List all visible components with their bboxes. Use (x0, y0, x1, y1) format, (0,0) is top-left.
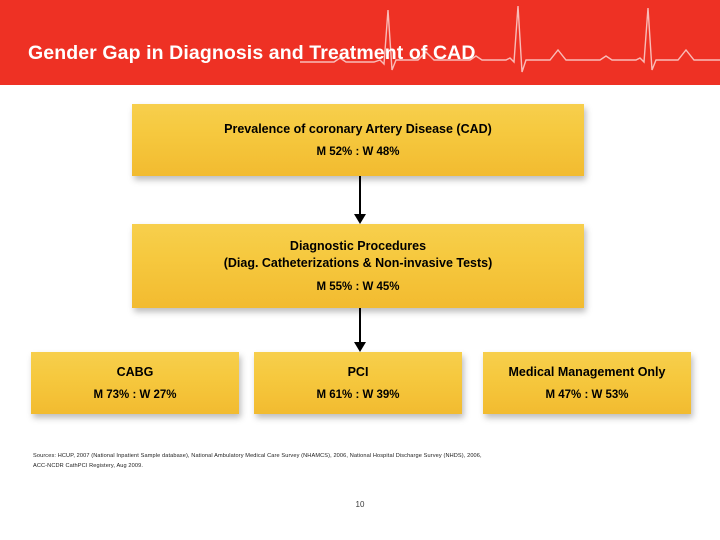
ecg-waveform-icon (300, 5, 720, 73)
sources-footnote: Sources: HCUP, 2007 (National Inpatient … (33, 452, 693, 471)
flow-box-prevalence-ratio: M 52% : W 48% (316, 145, 400, 158)
flow-box-diagnostic-procedures: Diagnostic Procedures (Diag. Catheteriza… (132, 224, 584, 308)
arrow-shaft (359, 308, 361, 343)
flow-box-cabg: CABG M 73% : W 27% (31, 352, 239, 414)
sources-line-2: ACC-NCDR CathPCI Registery, Aug 2009. (33, 462, 144, 469)
flow-box-diagnostic-ratio: M 55% : W 45% (316, 280, 400, 293)
flow-box-pci-heading: PCI (347, 364, 369, 379)
flow-box-cabg-heading: CABG (116, 364, 154, 379)
arrow-down-diagnostic-to-treatments (354, 308, 366, 352)
flow-box-prevalence: Prevalence of coronary Artery Disease (C… (132, 104, 584, 176)
sources-line-1: Sources: HCUP, 2007 (National Inpatient … (33, 453, 482, 459)
page-number: 10 (355, 500, 365, 509)
page-title: Gender Gap in Diagnosis and Treatment of… (28, 42, 476, 64)
flow-box-cabg-ratio: M 73% : W 27% (93, 388, 177, 401)
flow-box-pci-ratio: M 61% : W 39% (316, 388, 400, 401)
flow-box-medical-management-only: Medical Management Only M 47% : W 53% (483, 352, 691, 414)
flow-box-diagnostic-heading-line2: (Diag. Catheterizations & Non-invasive T… (223, 255, 493, 270)
flow-box-pci: PCI M 61% : W 39% (254, 352, 462, 414)
arrow-down-prevalence-to-diagnostic (354, 176, 366, 224)
flow-box-medical-heading: Medical Management Only (508, 364, 666, 379)
arrow-shaft (359, 176, 361, 215)
flow-box-prevalence-heading: Prevalence of coronary Artery Disease (C… (224, 121, 492, 136)
flow-box-diagnostic-heading-line1: Diagnostic Procedures (289, 238, 427, 253)
slide-header-banner: Gender Gap in Diagnosis and Treatment of… (0, 0, 720, 85)
arrow-head-icon (354, 214, 366, 224)
flow-box-medical-ratio: M 47% : W 53% (545, 388, 629, 401)
arrow-head-icon (354, 342, 366, 352)
